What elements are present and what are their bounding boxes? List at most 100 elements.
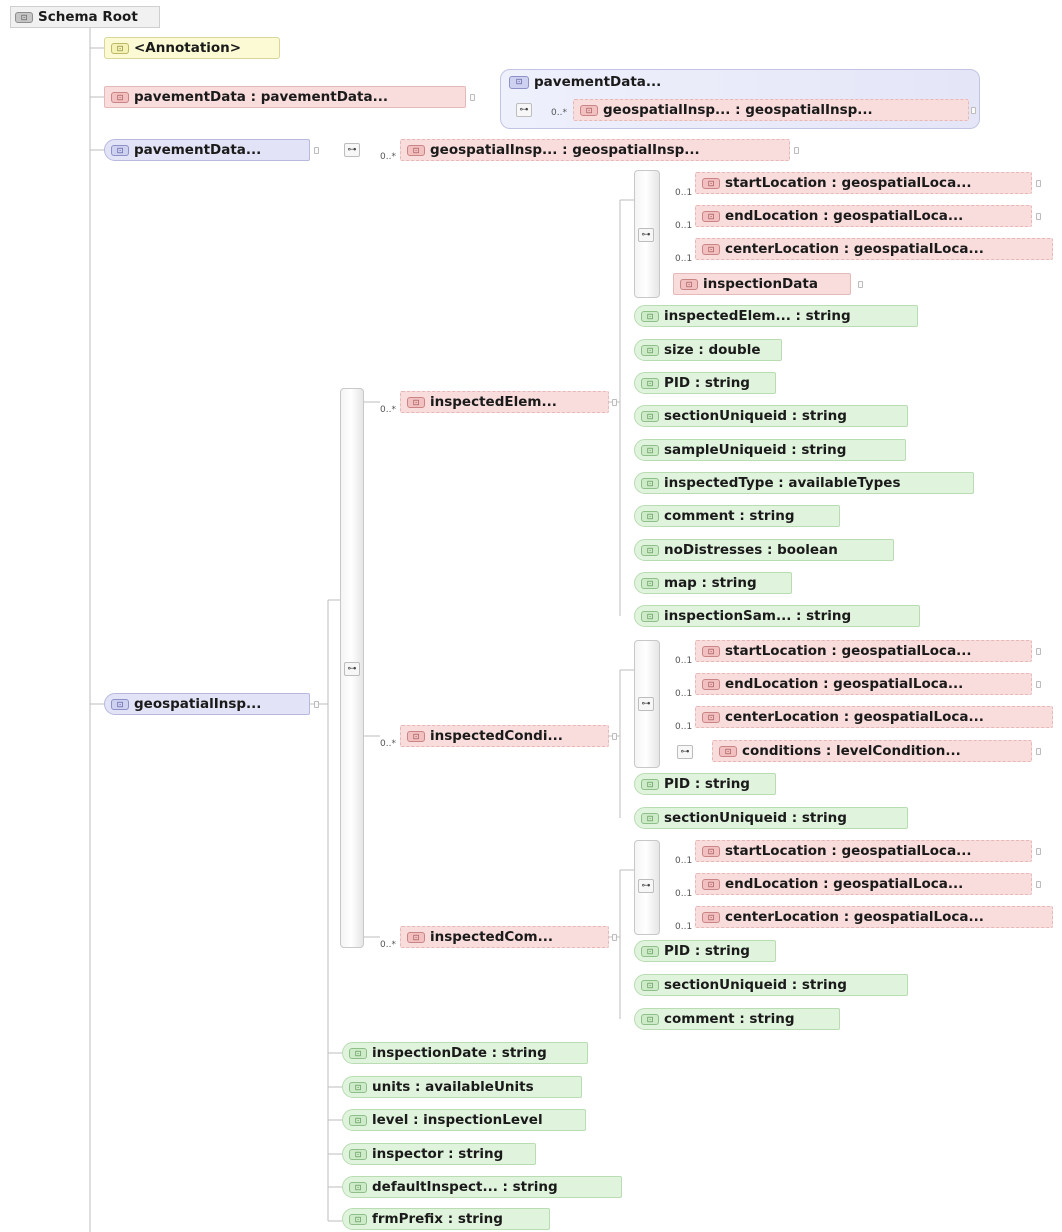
attribute-level[interactable]: ⊡ level : inspectionLevel [342, 1109, 586, 1131]
inspectiondata-element[interactable]: ⊡ inspectionData [673, 273, 851, 295]
attribute-size[interactable]: ⊡ size : double [634, 339, 782, 361]
expand-tab[interactable] [1036, 648, 1041, 655]
attribute-defaultinspect[interactable]: ⊡ defaultInspect... : string [342, 1176, 622, 1198]
group-icon: ⊡ [509, 75, 529, 89]
inspectedcondi-element[interactable]: ⊡ inspectedCondi... [400, 725, 609, 747]
annotation-node[interactable]: ⊡ <Annotation> [104, 37, 280, 59]
sequence-icon[interactable]: ⊶ [638, 228, 654, 242]
group-box-header: ⊡ pavementData... [509, 74, 661, 90]
inspectedelem-element[interactable]: ⊡ inspectedElem... [400, 391, 609, 413]
expand-tab[interactable] [1036, 681, 1041, 688]
attribute-icon: ⊡ [641, 979, 659, 991]
expand-tab[interactable] [1036, 881, 1041, 888]
expand-tab[interactable] [314, 701, 319, 708]
element-icon: ⊡ [702, 911, 720, 923]
attribute-icon: ⊡ [641, 477, 659, 489]
centerlocation-element[interactable]: ⊡ centerLocation : geospatialLoca... [695, 706, 1053, 728]
cardinality-label: 0..1 [675, 722, 693, 732]
inspectedcom-element[interactable]: ⊡ inspectedCom... [400, 926, 609, 948]
expand-tab[interactable] [1036, 213, 1041, 220]
expand-tab[interactable] [1036, 748, 1041, 755]
attribute-icon: ⊡ [641, 812, 659, 824]
attribute-pid[interactable]: ⊡ PID : string [634, 372, 776, 394]
attribute-sectionuniqueid[interactable]: ⊡ sectionUniqueid : string [634, 405, 908, 427]
attribute-icon: ⊡ [641, 1013, 659, 1025]
cardinality-label: 0..* [380, 405, 396, 415]
pavementdata-group[interactable]: ⊡ pavementData... [104, 139, 310, 161]
conditions-element[interactable]: ⊡ conditions : levelCondition... [712, 740, 1032, 762]
schema-root-node[interactable]: ⊡ Schema Root [10, 6, 160, 28]
element-icon: ⊡ [702, 711, 720, 723]
attribute-comment[interactable]: ⊡ comment : string [634, 1008, 840, 1030]
geospatialinsp-element[interactable]: ⊡ geospatialInsp... : geospatialInsp... [573, 99, 969, 121]
attribute-comment[interactable]: ⊡ comment : string [634, 505, 840, 527]
attribute-icon: ⊡ [641, 544, 659, 556]
cardinality-label: 0..1 [675, 689, 693, 699]
centerlocation-element[interactable]: ⊡ centerLocation : geospatialLoca... [695, 906, 1053, 928]
startlocation-element[interactable]: ⊡ startLocation : geospatialLoca... [695, 840, 1032, 862]
endlocation-element[interactable]: ⊡ endLocation : geospatialLoca... [695, 873, 1032, 895]
attribute-icon: ⊡ [641, 778, 659, 790]
cardinality-label: 0..1 [675, 856, 693, 866]
expand-tab[interactable] [1036, 848, 1041, 855]
attribute-sectionuniqueid[interactable]: ⊡ sectionUniqueid : string [634, 974, 908, 996]
attribute-icon: ⊡ [641, 577, 659, 589]
expand-tab[interactable] [858, 281, 863, 288]
attribute-icon: ⊡ [641, 310, 659, 322]
sequence-icon[interactable]: ⊶ [344, 143, 360, 157]
endlocation-element[interactable]: ⊡ endLocation : geospatialLoca... [695, 205, 1032, 227]
expand-tab[interactable] [612, 934, 617, 941]
attribute-inspectiondate[interactable]: ⊡ inspectionDate : string [342, 1042, 588, 1064]
attribute-sampleuniqueid[interactable]: ⊡ sampleUniqueid : string [634, 439, 906, 461]
sequence-icon[interactable]: ⊶ [516, 103, 532, 117]
sequence-icon[interactable]: ⊶ [638, 697, 654, 711]
pavementdata-element[interactable]: ⊡ pavementData : pavementData... [104, 86, 466, 108]
expand-tab[interactable] [314, 147, 319, 154]
element-icon: ⊡ [580, 104, 598, 116]
expand-tab[interactable] [794, 147, 799, 154]
expand-tab[interactable] [1036, 180, 1041, 187]
attribute-frmprefix[interactable]: ⊡ frmPrefix : string [342, 1208, 550, 1230]
cardinality-label: 0..1 [675, 889, 693, 899]
element-icon: ⊡ [702, 845, 720, 857]
expand-tab[interactable] [470, 94, 475, 101]
element-icon: ⊡ [407, 396, 425, 408]
attribute-pid[interactable]: ⊡ PID : string [634, 773, 776, 795]
expand-tab[interactable] [612, 399, 617, 406]
element-icon: ⊡ [407, 730, 425, 742]
cardinality-label: 0..1 [675, 656, 693, 666]
attribute-icon: ⊡ [349, 1148, 367, 1160]
attribute-icon: ⊡ [349, 1181, 367, 1193]
centerlocation-element[interactable]: ⊡ centerLocation : geospatialLoca... [695, 238, 1053, 260]
attribute-inspector[interactable]: ⊡ inspector : string [342, 1143, 536, 1165]
geospatialinsp-element[interactable]: ⊡ geospatialInsp... : geospatialInsp... [400, 139, 790, 161]
expand-tab[interactable] [971, 107, 976, 114]
startlocation-element[interactable]: ⊡ startLocation : geospatialLoca... [695, 172, 1032, 194]
cardinality-label: 0..* [551, 108, 567, 118]
attribute-pid[interactable]: ⊡ PID : string [634, 940, 776, 962]
sequence-icon[interactable]: ⊶ [677, 745, 693, 759]
attribute-icon: ⊡ [349, 1114, 367, 1126]
attribute-map[interactable]: ⊡ map : string [634, 572, 792, 594]
sequence-icon[interactable]: ⊶ [344, 662, 360, 676]
attribute-inspectedelem[interactable]: ⊡ inspectedElem... : string [634, 305, 918, 327]
attribute-icon: ⊡ [641, 410, 659, 422]
attribute-sectionuniqueid[interactable]: ⊡ sectionUniqueid : string [634, 807, 908, 829]
group-icon: ⊡ [111, 698, 129, 710]
attribute-units[interactable]: ⊡ units : availableUnits [342, 1076, 582, 1098]
attribute-nodistresses[interactable]: ⊡ noDistresses : boolean [634, 539, 894, 561]
sequence-icon[interactable]: ⊶ [638, 879, 654, 893]
startlocation-element[interactable]: ⊡ startLocation : geospatialLoca... [695, 640, 1032, 662]
attribute-inspectedtype[interactable]: ⊡ inspectedType : availableTypes [634, 472, 974, 494]
attribute-icon: ⊡ [641, 945, 659, 957]
endlocation-element[interactable]: ⊡ endLocation : geospatialLoca... [695, 673, 1032, 695]
attribute-inspectionsam[interactable]: ⊡ inspectionSam... : string [634, 605, 920, 627]
cardinality-label: 0..1 [675, 221, 693, 231]
attribute-icon: ⊡ [641, 344, 659, 356]
cardinality-label: 0..1 [675, 188, 693, 198]
attribute-icon: ⊡ [641, 610, 659, 622]
geospatialinsp-group[interactable]: ⊡ geospatialInsp... [104, 693, 310, 715]
expand-tab[interactable] [612, 733, 617, 740]
element-icon: ⊡ [702, 210, 720, 222]
group-icon: ⊡ [111, 144, 129, 156]
